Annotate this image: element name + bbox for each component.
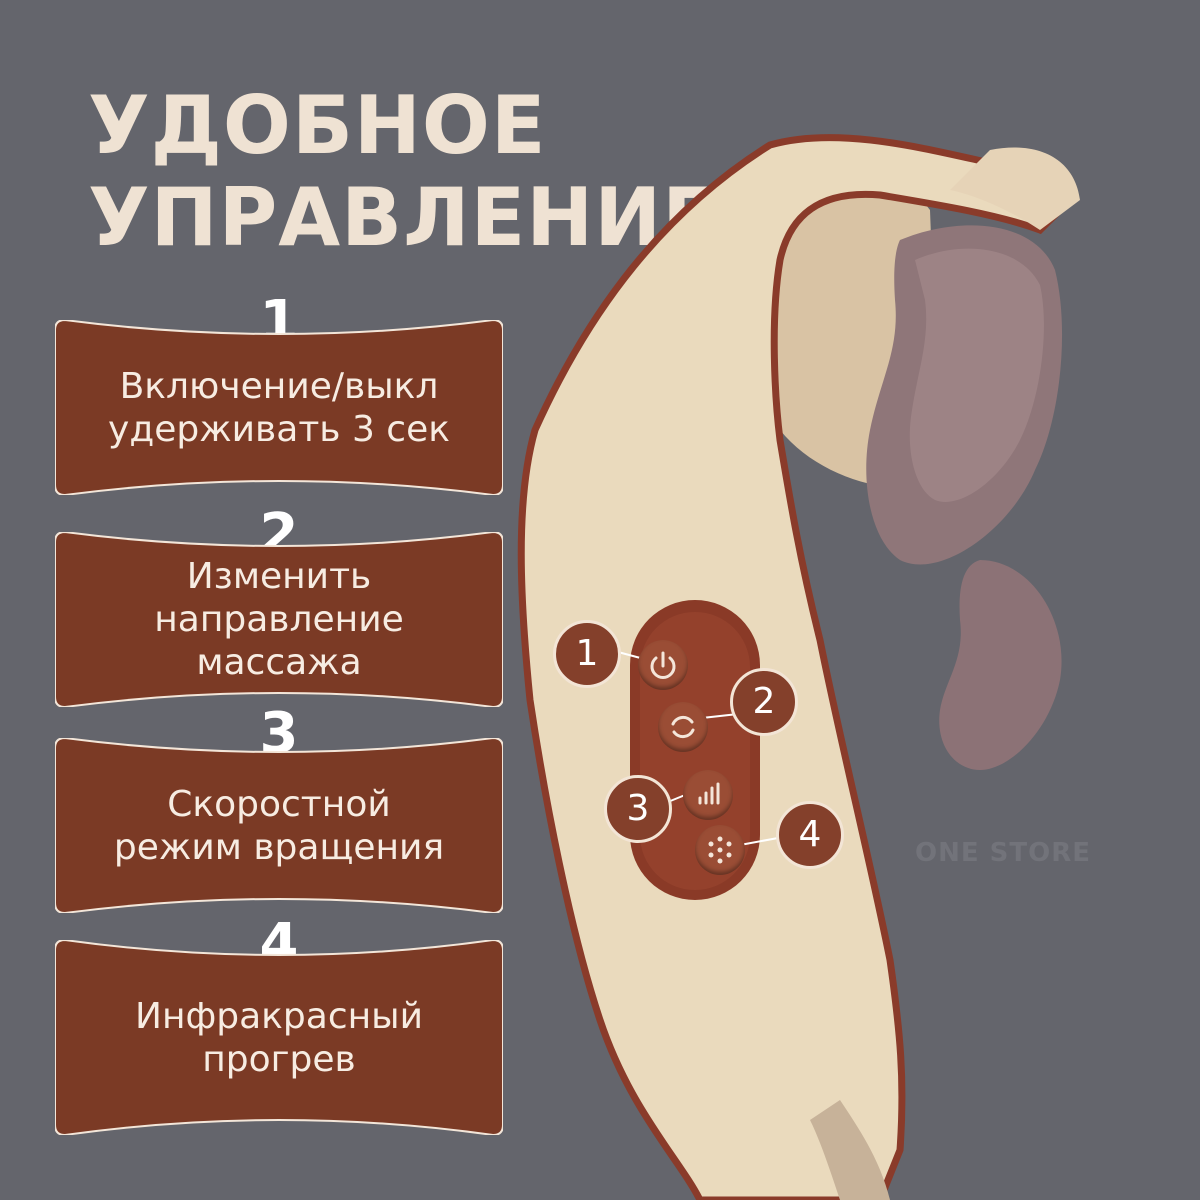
callout-3: 3 [604,775,672,843]
feature-2-line-2: направление [154,599,404,640]
feature-2-line-1: Изменить [186,556,372,597]
banner-shape-3 [55,738,503,913]
massager-strap-tail [810,1100,890,1200]
direction-button[interactable] [658,702,708,752]
power-button[interactable] [638,640,688,690]
speed-button[interactable] [683,770,733,820]
feature-2-line-3: массажа [196,642,362,683]
banner-shape-1 [55,320,503,495]
power-icon [650,651,676,679]
feature-4-line-2: прогрев [202,1038,356,1080]
feature-1-line-2: удерживать 3 сек [108,408,450,450]
headline-line-1: УДОБНОЕ [88,79,547,172]
feature-banner-2: Изменить направление массажа [55,532,503,707]
feature-banner-3: Скоростной режим вращения [55,738,503,913]
banner-shape-4 [55,940,503,1135]
callout-line-4 [739,837,779,846]
massage-node-lower [939,560,1062,770]
massager-top-cushion [950,147,1080,230]
callout-2: 2 [730,668,798,736]
feature-4-line-1: Инфракрасный [135,995,423,1037]
callout-4: 4 [776,801,844,869]
banner-shape-2 [55,532,503,707]
callout-1: 1 [553,620,621,688]
feature-1-line-1: Включение/выкл [119,365,439,407]
feature-3-line-1: Скоростной [167,783,391,825]
feature-banner-4: Инфракрасный прогрев [55,940,503,1135]
speed-bars-icon [698,782,720,805]
rotate-direction-icon [671,715,695,739]
massage-node-upper-highlight [909,248,1044,502]
feature-3-line-2: режим вращения [113,826,445,868]
heat-button[interactable] [695,825,745,875]
watermark: ONE STORE [915,838,1092,868]
infrared-heat-icon [708,836,732,864]
feature-banner-1: Включение/выкл удерживать 3 сек [55,320,503,495]
massager-strap [517,134,1075,1200]
headline: УДОБНОЕ УПРАВЛЕНИЕ [88,80,718,264]
headline-line-2: УПРАВЛЕНИЕ [88,171,718,264]
